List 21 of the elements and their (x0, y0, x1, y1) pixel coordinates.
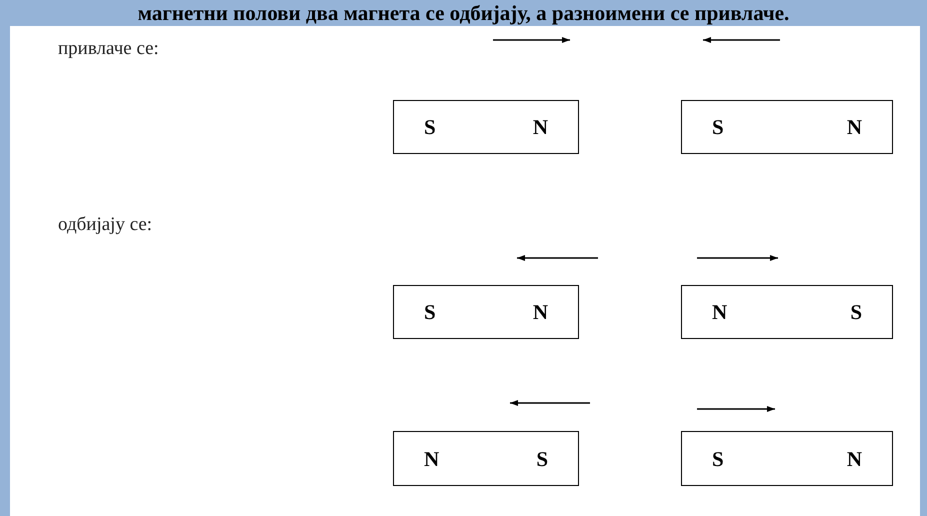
pole-label: S (850, 300, 862, 324)
bar-magnet (393, 285, 579, 339)
pole-label: S (712, 446, 724, 470)
bar-magnet (681, 100, 893, 154)
pole-label: S (712, 115, 724, 139)
title: магнетни полови два магнета се одбијају, а разноимени се привлаче. (136, 0, 790, 26)
pole-label: N (532, 115, 548, 139)
pole-label: N (846, 446, 862, 470)
pole-label: N (532, 300, 548, 324)
section-label: привлаче се: (58, 38, 159, 60)
pole-label: N (424, 446, 440, 470)
bar-magnet (393, 431, 579, 486)
bar-magnet (393, 100, 579, 154)
pole-label: S (424, 300, 436, 324)
section-label: одбијају се: (58, 214, 152, 236)
bar-magnet (681, 285, 893, 339)
pole-label: S (424, 115, 436, 139)
pole-label: S (536, 446, 548, 470)
pole-label: N (712, 300, 728, 324)
bar-magnet (681, 431, 893, 486)
pole-label: N (846, 115, 862, 139)
